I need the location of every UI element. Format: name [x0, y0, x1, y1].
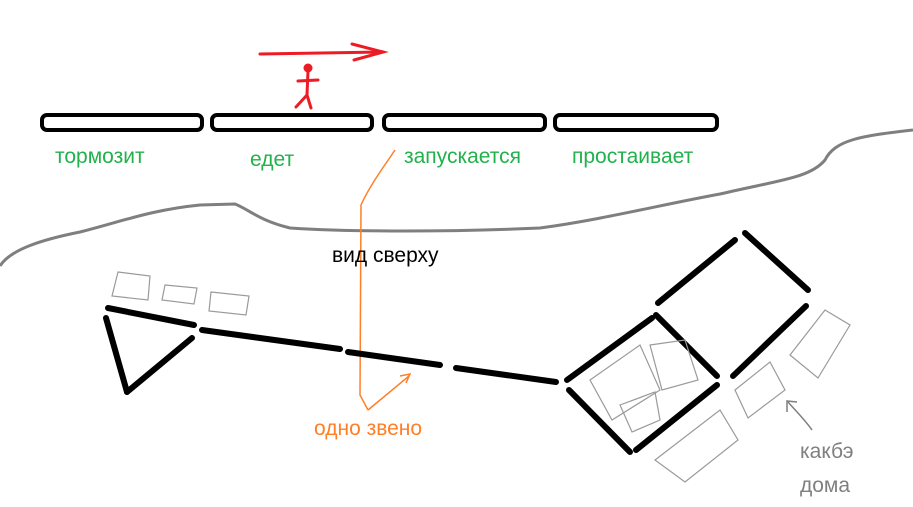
houses-pointer-arrow-icon	[786, 400, 813, 431]
car-moving	[210, 113, 374, 132]
link-label: одно звено	[314, 417, 423, 440]
car-starting	[382, 113, 547, 132]
state-label-moving: едет	[250, 148, 295, 171]
houses-label-line2: дома	[800, 474, 851, 497]
river-bank-line	[0, 128, 913, 267]
houses-label-line1: какбэ	[800, 440, 854, 463]
train-top-view	[103, 230, 811, 455]
person-icon	[294, 63, 320, 110]
houses-sketch	[111, 271, 851, 483]
top-view-label: вид сверху	[332, 244, 439, 267]
car-idle	[553, 113, 719, 132]
car-braking	[40, 113, 204, 132]
link-pointer-line	[359, 149, 412, 411]
state-label-starting: запускается	[404, 145, 522, 168]
direction-arrow-icon	[258, 42, 389, 62]
state-label-braking: тормозит	[55, 145, 145, 168]
state-label-idle: простаивает	[572, 145, 694, 168]
